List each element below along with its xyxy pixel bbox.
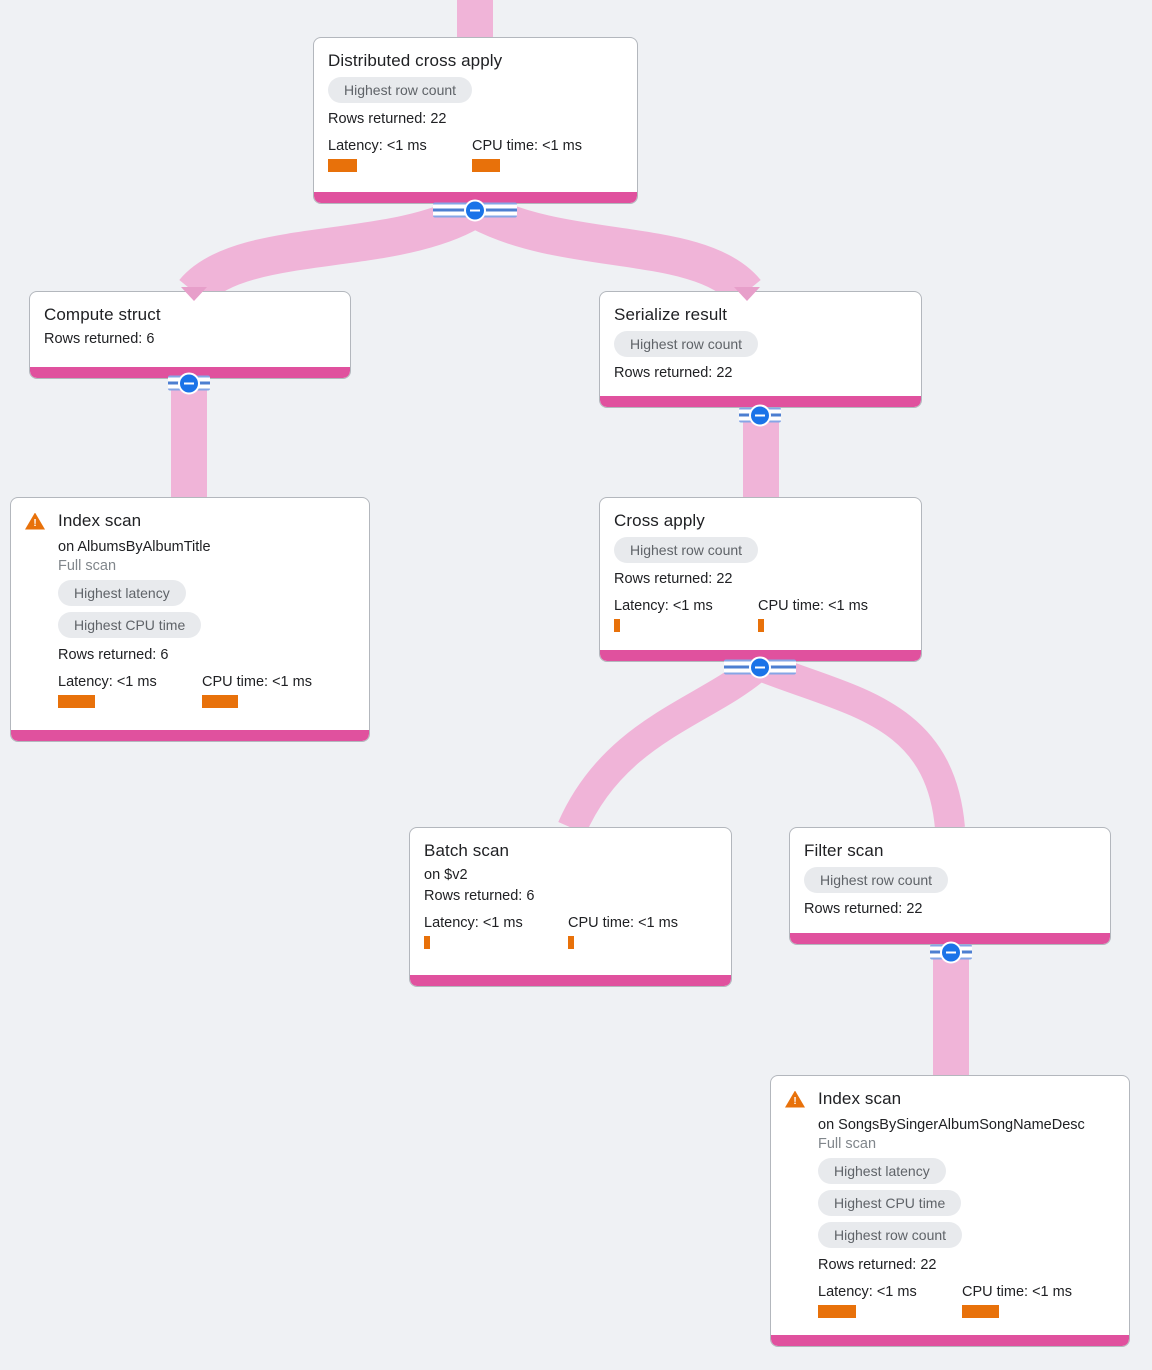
node-filter-scan[interactable]: Filter scan Highest row count Rows retur…	[789, 827, 1111, 945]
cpu-bar	[962, 1305, 999, 1318]
collapse-button-distributed-cross-apply[interactable]	[433, 199, 517, 221]
minus-icon[interactable]	[178, 372, 200, 394]
cpu-metric: CPU time: <1 ms	[758, 598, 902, 632]
cpu-label: CPU time: <1 ms	[472, 138, 582, 154]
latency-bar	[614, 619, 620, 632]
minus-icon[interactable]	[940, 941, 962, 963]
cpu-metric: CPU time: <1 ms	[202, 674, 346, 708]
collapse-button-serialize-result[interactable]	[739, 404, 781, 426]
latency-label: Latency: <1 ms	[818, 1284, 917, 1300]
cpu-bar	[472, 159, 500, 172]
node-index-scan-albums[interactable]: ! Index scan on AlbumsByAlbumTitle Full …	[10, 497, 370, 742]
warning-icon: !	[785, 1090, 805, 1108]
edge-distributed-to-compute	[179, 194, 481, 306]
node-accent-bar	[11, 730, 369, 741]
cpu-bar	[758, 619, 764, 632]
badge-highest-row-count: Highest row count	[328, 77, 473, 103]
rows-returned: Rows returned: 6	[424, 888, 535, 904]
minus-icon[interactable]	[749, 656, 771, 678]
rows-returned: Rows returned: 22	[614, 571, 733, 587]
node-accent-bar	[600, 396, 921, 407]
node-title: Index scan	[58, 511, 142, 530]
latency-label: Latency: <1 ms	[614, 598, 713, 614]
scan-target: on SongsBySingerAlbumSongNameDesc	[818, 1117, 1085, 1133]
node-distributed-cross-apply[interactable]: Distributed cross apply Highest row coun…	[313, 37, 638, 204]
cpu-metric: CPU time: <1 ms	[568, 915, 712, 949]
node-title: Batch scan	[424, 841, 510, 860]
node-accent-bar	[314, 192, 637, 203]
rows-returned: Rows returned: 6	[58, 647, 169, 663]
cpu-metric: CPU time: <1 ms	[472, 138, 616, 172]
latency-metric: Latency: <1 ms	[424, 915, 568, 949]
rows-returned: Rows returned: 22	[328, 111, 447, 127]
node-accent-bar	[771, 1335, 1129, 1346]
edge-distributed-to-serialize	[470, 193, 761, 306]
latency-label: Latency: <1 ms	[424, 915, 523, 931]
cpu-label: CPU time: <1 ms	[202, 674, 312, 690]
collapse-button-compute-struct[interactable]	[168, 372, 210, 394]
node-compute-struct[interactable]: Compute struct Rows returned: 6	[29, 291, 351, 379]
node-serialize-result[interactable]: Serialize result Highest row count Rows …	[599, 291, 922, 408]
scan-target: on AlbumsByAlbumTitle	[58, 539, 211, 555]
latency-metric: Latency: <1 ms	[328, 138, 472, 172]
scan-target: on $v2	[424, 867, 468, 883]
badge-highest-row-count: Highest row count	[804, 867, 949, 893]
edge-root-to-distributed	[457, 0, 493, 39]
badge-highest-latency: Highest latency	[58, 580, 186, 606]
node-index-scan-songs[interactable]: ! Index scan on SongsBySingerAlbumSongNa…	[770, 1075, 1130, 1347]
edge-compute-to-indexscan	[171, 383, 207, 499]
badge-highest-row-count: Highest row count	[614, 331, 759, 357]
collapse-button-filter-scan[interactable]	[930, 941, 972, 963]
rows-returned: Rows returned: 22	[614, 365, 733, 381]
node-title: Distributed cross apply	[328, 51, 503, 70]
node-title: Cross apply	[614, 511, 705, 530]
latency-bar	[58, 695, 95, 708]
rows-returned: Rows returned: 6	[44, 331, 155, 347]
cpu-label: CPU time: <1 ms	[568, 915, 678, 931]
node-batch-scan[interactable]: Batch scan on $v2 Rows returned: 6 Laten…	[409, 827, 732, 987]
cpu-label: CPU time: <1 ms	[758, 598, 868, 614]
badge-highest-cpu-time: Highest CPU time	[818, 1190, 962, 1216]
badge-highest-row-count: Highest row count	[818, 1222, 963, 1248]
badge-highest-latency: Highest latency	[818, 1158, 946, 1184]
rows-returned: Rows returned: 22	[818, 1257, 937, 1273]
edge-filterscan-to-indexscan	[933, 952, 969, 1077]
edge-crossapply-to-batchscan	[558, 655, 767, 835]
warning-icon: !	[25, 512, 45, 530]
latency-bar	[328, 159, 357, 172]
minus-icon[interactable]	[464, 199, 486, 221]
node-accent-bar	[410, 975, 731, 986]
latency-metric: Latency: <1 ms	[58, 674, 202, 708]
edge-serialize-to-crossapply	[743, 415, 779, 499]
latency-bar	[818, 1305, 856, 1318]
cpu-metric: CPU time: <1 ms	[962, 1284, 1106, 1318]
cpu-bar	[202, 695, 238, 708]
edge-crossapply-to-filterscan	[757, 653, 965, 830]
node-cross-apply[interactable]: Cross apply Highest row count Rows retur…	[599, 497, 922, 662]
node-title: Compute struct	[44, 305, 161, 324]
scan-type: Full scan	[58, 558, 117, 574]
cpu-bar	[568, 936, 574, 949]
node-accent-bar	[600, 650, 921, 661]
badge-highest-cpu-time: Highest CPU time	[58, 612, 202, 638]
node-accent-bar	[790, 933, 1110, 944]
latency-label: Latency: <1 ms	[328, 138, 427, 154]
latency-bar	[424, 936, 430, 949]
latency-metric: Latency: <1 ms	[614, 598, 758, 632]
node-title: Index scan	[818, 1089, 902, 1108]
badge-highest-row-count: Highest row count	[614, 537, 759, 563]
node-title: Filter scan	[804, 841, 884, 860]
minus-icon[interactable]	[749, 404, 771, 426]
latency-metric: Latency: <1 ms	[818, 1284, 962, 1318]
scan-type: Full scan	[818, 1136, 877, 1152]
collapse-button-cross-apply[interactable]	[724, 656, 796, 678]
rows-returned: Rows returned: 22	[804, 901, 923, 917]
latency-label: Latency: <1 ms	[58, 674, 157, 690]
cpu-label: CPU time: <1 ms	[962, 1284, 1072, 1300]
node-title: Serialize result	[614, 305, 728, 324]
